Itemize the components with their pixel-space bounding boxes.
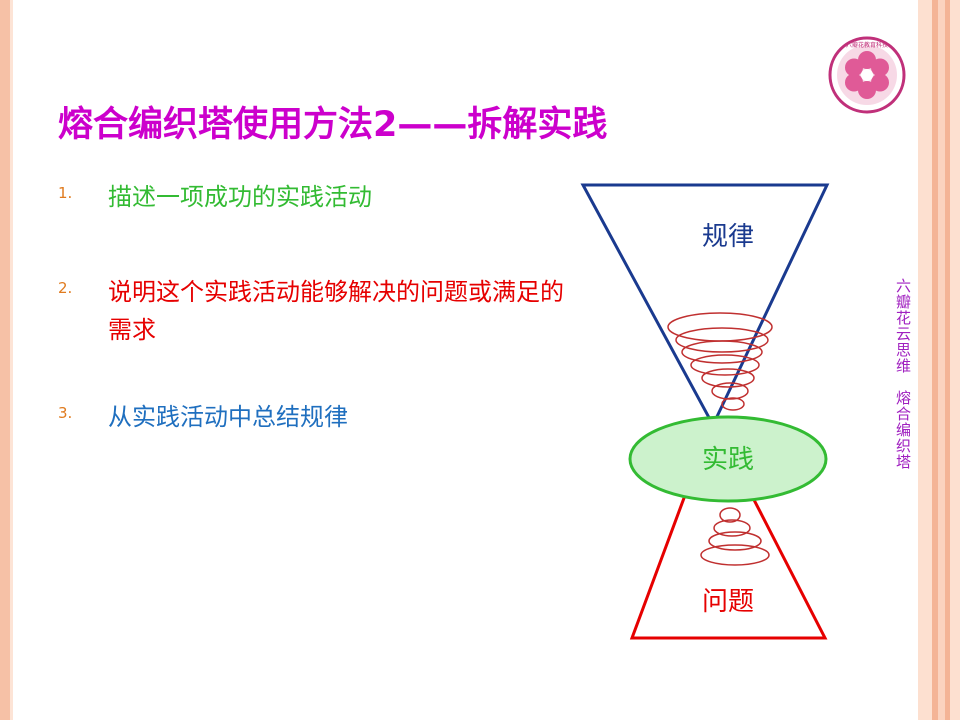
page-title: 熔合编织塔使用方法2——拆解实践 (58, 105, 608, 145)
list-text: 说明这个实践活动能够解决的问题或满足的需求 (108, 278, 564, 344)
lower-spiral (700, 507, 770, 566)
bottom-triangle (629, 416, 828, 640)
practice-ellipse (628, 415, 828, 503)
list-number: 1. (58, 184, 73, 202)
upper-spiral (667, 312, 773, 411)
top-label: 规律 (702, 222, 754, 252)
left-border-inner (10, 0, 13, 720)
flower-logo-icon: 六瓣花教育科技 (828, 36, 906, 114)
left-border (0, 0, 10, 720)
bottom-label: 问题 (702, 587, 754, 617)
fusion-tower-diagram: 规律 实践 问题 (580, 183, 830, 640)
list-text: 描述一项成功的实践活动 (108, 183, 372, 211)
logo-text: 六瓣花教育科技 (846, 41, 888, 49)
center-label: 实践 (702, 445, 754, 475)
list-text: 从实践活动中总结规律 (108, 403, 348, 431)
top-triangle (580, 183, 830, 429)
list-number: 2. (58, 279, 73, 297)
right-decorative-band (918, 0, 960, 720)
side-vertical-text: 六瓣花云思维 熔合编织塔 (894, 278, 912, 470)
list-number: 3. (58, 404, 73, 422)
